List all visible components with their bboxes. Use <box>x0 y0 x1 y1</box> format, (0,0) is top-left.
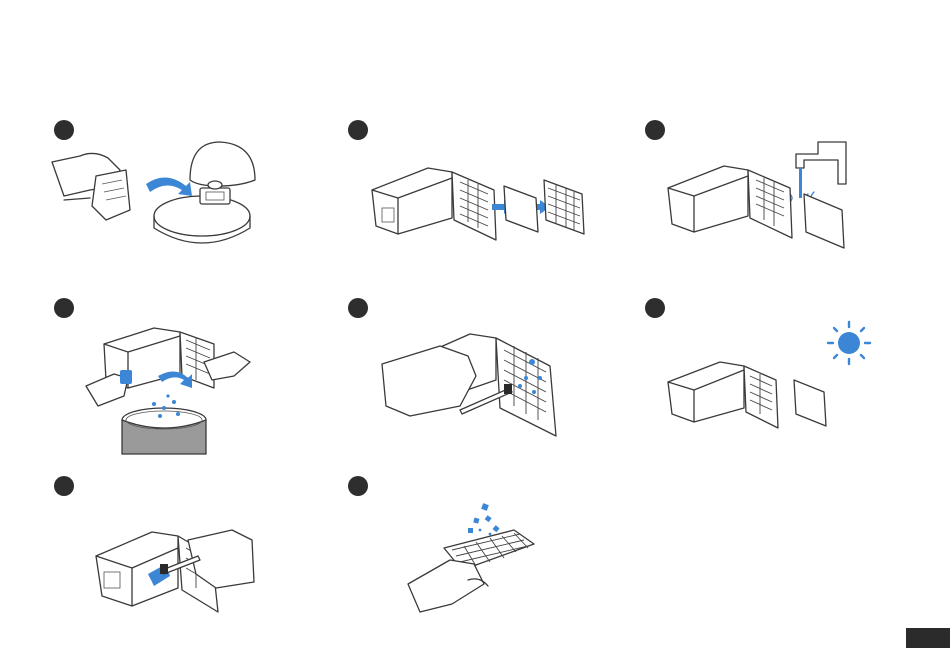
step-6-marker <box>645 298 665 318</box>
page-number-tab <box>906 628 950 648</box>
step-5-marker <box>348 298 368 318</box>
rinse-filter-under-tap-illustration <box>664 138 864 248</box>
step-1-marker <box>54 120 74 140</box>
brush-dustbin-interior-illustration <box>92 526 262 616</box>
brush-filter-clean-illustration <box>380 326 570 436</box>
step-3-marker <box>645 120 665 140</box>
step-4-marker <box>54 298 74 318</box>
remove-filter-from-dustbin-illustration <box>368 160 588 240</box>
step-7-marker <box>54 476 74 496</box>
step-2-marker <box>348 120 368 140</box>
tap-filter-to-remove-dust-illustration <box>404 500 554 615</box>
remove-dustbin-from-robot-illustration <box>50 140 270 250</box>
empty-dustbin-into-trash-illustration <box>84 318 254 458</box>
dry-filter-in-sun-illustration <box>664 352 834 432</box>
step-8-marker <box>348 476 368 496</box>
